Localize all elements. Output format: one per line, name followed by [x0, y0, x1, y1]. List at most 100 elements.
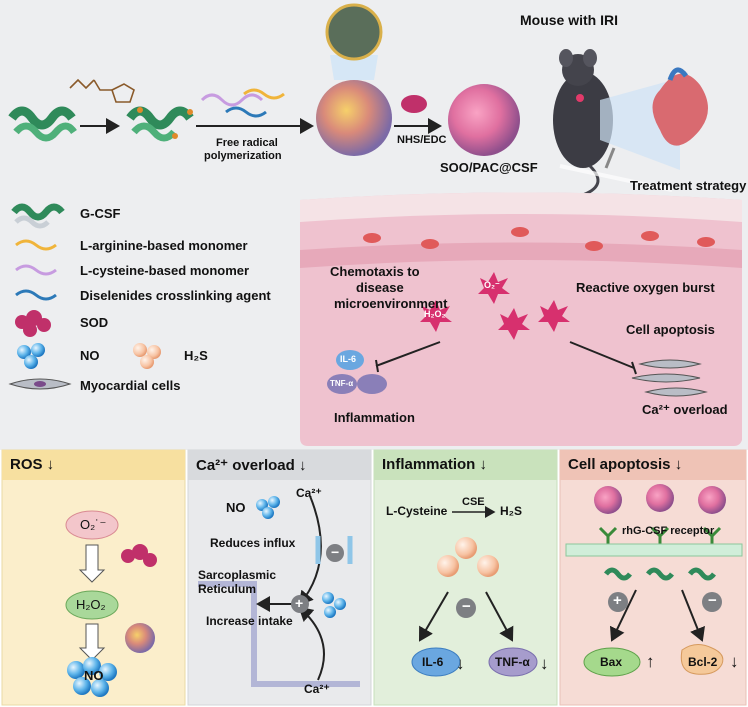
- legend-gcsf-icon: [11, 203, 65, 229]
- ros-bursts: [420, 272, 570, 340]
- ca-plus-circle: [291, 595, 309, 613]
- apop-arrow-right: [681, 589, 705, 642]
- ca-bottom: Ca²⁺: [304, 682, 330, 696]
- legend-myo-icon: [8, 378, 72, 390]
- apop-bax: Bax: [600, 655, 623, 669]
- legend-sod: SOD: [80, 315, 109, 330]
- apop-plus-sign: +: [613, 592, 622, 609]
- panel-ros-title: ROS ↓: [10, 456, 55, 473]
- legend-gcsf: G-CSF: [80, 206, 121, 221]
- ca-no-icon-2: [322, 592, 346, 618]
- tissue-h2o2: H₂O₂: [424, 309, 446, 319]
- ros-no-cluster: [67, 657, 117, 697]
- soo-nanoparticle: [448, 84, 520, 156]
- inhibit-arrow-left: [375, 341, 441, 367]
- inflammation-label: Inflammation: [334, 410, 415, 425]
- receptors: [598, 526, 722, 544]
- inflam-tnf: TNF-α: [495, 655, 530, 669]
- ca-intake-curve: [298, 606, 325, 681]
- step-label-1: Free radical: [216, 137, 278, 149]
- monomer-structure: [69, 78, 135, 103]
- apop-minus-sign: −: [708, 592, 717, 609]
- apop-minus-circle: [702, 592, 722, 612]
- inflam-minus-circle: [456, 598, 476, 618]
- panel-ca-header: [188, 450, 371, 480]
- red-blood-cells: [363, 227, 715, 251]
- mouse-illustration: [553, 49, 613, 198]
- ca-top: Ca²⁺: [296, 486, 322, 500]
- inflam-h2s-cluster: [437, 537, 499, 577]
- vessel-wall: [300, 192, 742, 222]
- ca-increase: Increase intake: [206, 614, 293, 628]
- ca-sr-2: Reticulum: [198, 582, 257, 596]
- ca-reduces: Reduces influx: [210, 536, 296, 550]
- zoom-nanoparticle: [325, 3, 383, 61]
- strategy-label: Treatment strategy: [630, 178, 747, 193]
- h2o2-pill: [65, 590, 119, 620]
- chemotaxis-2: disease: [356, 280, 404, 295]
- legend-no-icon: [17, 343, 45, 369]
- apop-arrow-left: [609, 589, 637, 642]
- legend-sod-icon: [15, 310, 51, 337]
- panel-apop-header: [560, 450, 746, 480]
- tissue-o2: O₂⁻: [484, 280, 500, 290]
- panel-apop-title: Cell apoptosis ↓: [568, 456, 683, 473]
- ca-no: NO: [226, 500, 246, 515]
- legend-arg-icon: [15, 239, 57, 251]
- heart-illustration: [652, 67, 708, 146]
- inflam-minus-sign: −: [462, 598, 471, 615]
- cell-membrane: [565, 543, 743, 557]
- mouse-label: Mouse with IRI: [520, 12, 618, 28]
- panel-inflam-header: [374, 450, 557, 480]
- chemotaxis-3: microenvironment: [334, 296, 448, 311]
- sod-small: [401, 95, 427, 113]
- apoptosis-label: Cell apoptosis: [626, 322, 715, 337]
- tnf-down: ↓: [540, 654, 549, 673]
- modified-gcsf: [126, 106, 194, 142]
- bax-blob: [583, 647, 641, 677]
- apop-gcsf: [604, 567, 716, 581]
- endothelium: [300, 242, 742, 268]
- legend-arg: L-arginine-based monomer: [80, 238, 248, 253]
- inflam-arrow-left: [418, 591, 449, 642]
- cytokine-blobs: [327, 350, 387, 394]
- bax-up: ↑: [646, 652, 655, 671]
- inflam-il6: IL-6: [422, 655, 444, 669]
- panel-ca-title: Ca²⁺ overload ↓: [196, 457, 307, 474]
- tissue-il6: IL-6: [340, 354, 357, 364]
- inflam-cse: CSE: [462, 496, 485, 508]
- beam-line: [559, 164, 673, 192]
- chemotaxis-1: Chemotaxis to: [330, 264, 420, 279]
- legend-h2s-icon: [133, 343, 161, 369]
- bcl2-down: ↓: [730, 652, 739, 671]
- nanoparticle: [316, 80, 392, 156]
- legend-dise-icon: [15, 289, 57, 301]
- panel-ca-bg: [187, 449, 372, 706]
- legend-cys-icon: [15, 264, 57, 276]
- apop-nanoparticles: [594, 484, 726, 514]
- zoom-beam: [330, 55, 378, 80]
- apop-receptor: rhG-CSF receptor: [622, 525, 715, 537]
- legend-no: NO: [80, 348, 100, 363]
- legend-cys: L-cysteine-based monomer: [80, 263, 250, 278]
- panel-inflam-title: Inflammation ↓: [382, 456, 488, 473]
- inflam-arrow-right: [485, 591, 514, 642]
- apop-plus-circle: [608, 592, 628, 612]
- ros-burst-label: Reactive oxygen burst: [576, 280, 715, 295]
- il6-down: ↓: [456, 654, 465, 673]
- ros-o2: O₂˙⁻: [80, 517, 107, 532]
- ca-plus-sign: +: [295, 595, 304, 611]
- monomer-strands: [200, 88, 285, 118]
- step-label-3: NHS/EDC: [397, 134, 447, 146]
- ros-nanoparticle: [125, 623, 155, 653]
- ros-arrow-1: [78, 544, 106, 583]
- legend-dise: Diselenides crosslinking agent: [80, 288, 271, 303]
- myocardial-cells-tissue: [631, 359, 708, 397]
- inflam-lcys: L-Cysteine: [386, 504, 448, 518]
- panel-ros-header: [2, 450, 185, 480]
- o2-pill: [65, 510, 119, 540]
- ca-minus-sign: −: [331, 544, 340, 560]
- step-label-2: polymerization: [204, 150, 282, 162]
- ros-h2o2: H₂O₂: [76, 597, 106, 612]
- inflam-h2s: H₂S: [500, 504, 523, 518]
